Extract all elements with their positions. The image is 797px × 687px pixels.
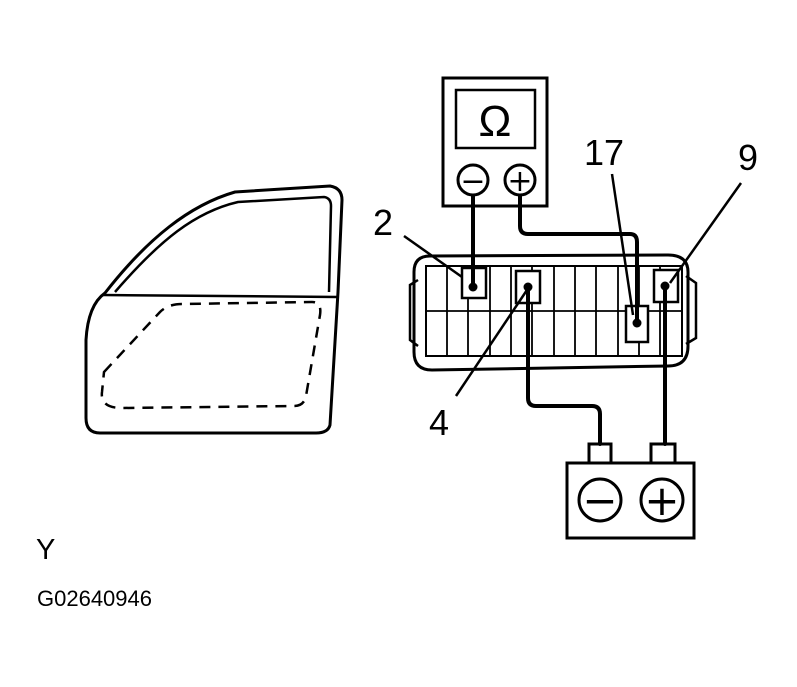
battery-positive-terminal [639, 477, 685, 523]
connector [408, 253, 698, 372]
wires [471, 194, 667, 446]
ohmmeter-display [454, 88, 537, 150]
figure-code: G02640946 [37, 586, 152, 611]
ohmmeter-positive-sign: + [507, 164, 532, 199]
pin-2-probe [468, 282, 478, 292]
battery-negative-terminal [577, 477, 623, 523]
pin-17-probe [632, 318, 642, 328]
pin-4-label: 4 [429, 402, 450, 443]
door-belt-line [102, 293, 339, 299]
battery-neg-post [587, 442, 613, 466]
ohmmeter: Ω − + [441, 76, 549, 208]
leader-pin-2 [403, 234, 463, 279]
pin-4-probe [523, 282, 533, 292]
battery: − + [565, 442, 696, 540]
battery-positive-sign: + [644, 476, 679, 525]
battery-pos-post [649, 442, 677, 466]
leader-pin-4 [454, 289, 529, 397]
figure-letter: Y [36, 534, 56, 566]
battery-negative-sign: − [582, 476, 617, 525]
door-window-frame [114, 195, 333, 293]
door-outer-outline [84, 184, 344, 435]
leader-pin-17 [610, 173, 635, 316]
ohmmeter-negative-sign: − [460, 164, 485, 199]
pin-2-label: 2 [373, 202, 394, 243]
door-illustration [84, 184, 344, 435]
ohm-symbol: Ω [479, 97, 512, 146]
leader-lines [403, 173, 743, 397]
pin-9-probe [660, 281, 670, 291]
probe-contacts [468, 281, 670, 328]
leader-pin-9 [668, 182, 743, 284]
pin-9-label: 9 [738, 137, 759, 178]
wire-pin-4-to-battery-neg [526, 284, 602, 446]
pin-17-label: 17 [584, 132, 625, 173]
connector-right-latch [685, 274, 698, 346]
door-panel-dashed [100, 300, 322, 410]
wire-ohm-pos-to-pin-17 [518, 194, 639, 325]
